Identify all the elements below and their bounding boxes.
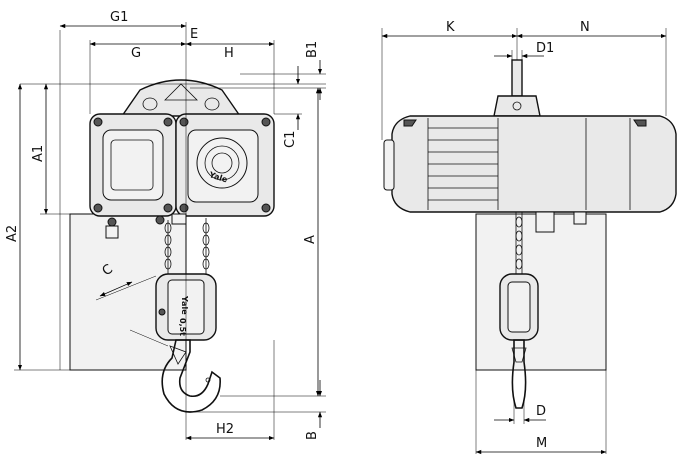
side-rail-beam [475, 213, 607, 371]
cooling-fins [427, 118, 631, 210]
dim-b: B [305, 380, 323, 440]
svg-text:H2: H2 [216, 422, 234, 437]
dim-g1: G1 [59, 10, 187, 29]
front-hook [161, 339, 221, 413]
dim-h2: H2 [185, 422, 275, 441]
side-extension-lines [381, 28, 667, 454]
svg-text:N: N [580, 20, 590, 35]
side-chain [515, 212, 523, 274]
dim-a1: A1 [31, 83, 49, 215]
dim-k: K [381, 20, 518, 39]
svg-text:K: K [446, 20, 455, 35]
front-view: Yale Yale 0,5t [69, 79, 275, 413]
dim-d: D [494, 404, 546, 423]
svg-text:A2: A2 [5, 225, 20, 242]
side-hook [511, 339, 527, 409]
svg-text:G1: G1 [110, 10, 128, 25]
svg-text:B: B [305, 431, 320, 440]
svg-text:C1: C1 [283, 131, 298, 148]
hook-block-rating: 0,5t [178, 318, 187, 336]
svg-text:M: M [536, 436, 547, 451]
dim-h: H [185, 41, 275, 61]
front-extension-lines [14, 22, 326, 440]
svg-text:H: H [224, 46, 234, 61]
dim-c1: C1 [283, 66, 301, 148]
dim-a: A [303, 87, 321, 397]
dim-a2: A2 [5, 83, 23, 371]
svg-text:E: E [190, 27, 198, 42]
dim-e: E [190, 27, 198, 42]
suspension-bracket [120, 79, 242, 117]
svg-text:B1: B1 [305, 41, 320, 58]
svg-text:A1: A1 [31, 145, 46, 162]
dim-m: M [475, 436, 607, 455]
side-view [383, 59, 677, 409]
hook-block-logo: Yale [180, 295, 189, 315]
svg-text:A: A [303, 235, 318, 244]
dim-n: N [516, 20, 667, 39]
svg-text:G: G [131, 46, 141, 61]
dim-g: G [89, 41, 187, 61]
front-chain [164, 218, 210, 274]
svg-text:D: D [536, 404, 546, 419]
motor-cover-circle [196, 137, 248, 189]
svg-text:D1: D1 [536, 41, 554, 56]
dim-d1: D1 [494, 41, 554, 59]
